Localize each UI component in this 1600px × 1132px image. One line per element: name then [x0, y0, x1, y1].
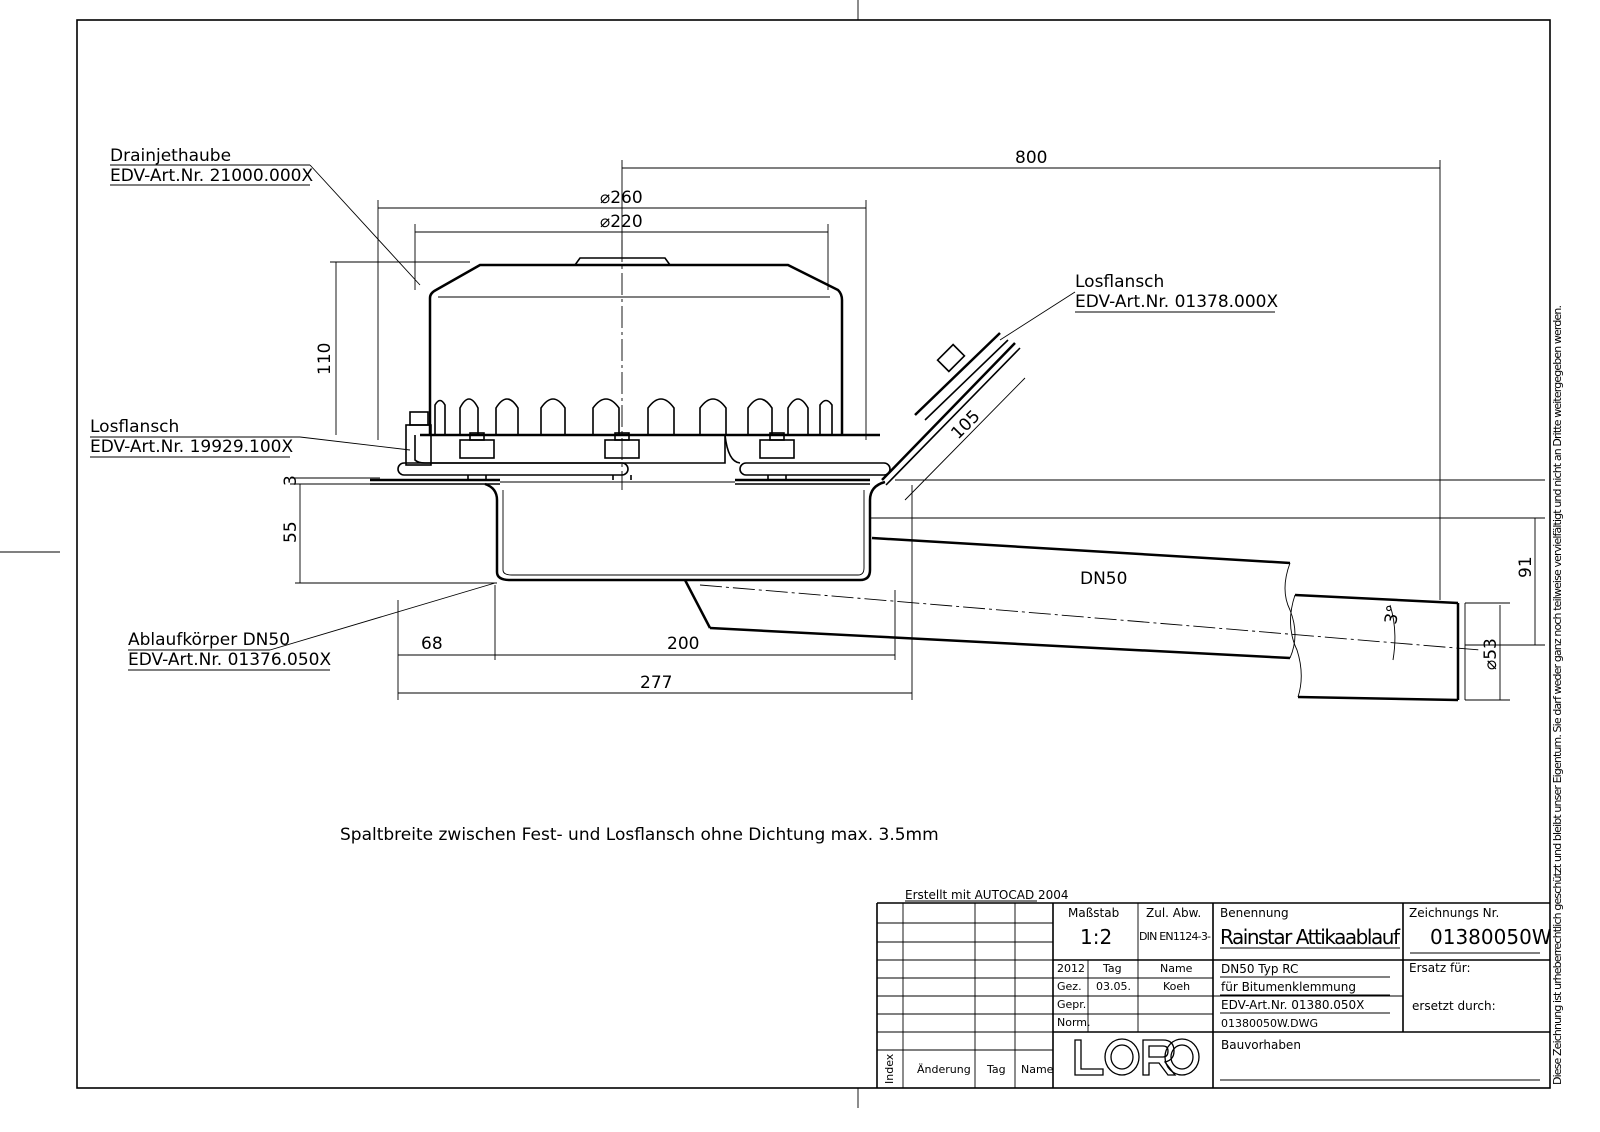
name-value: Rainstar Attikaablauf — [1220, 925, 1401, 949]
file-name: 01380050W.DWG — [1221, 1017, 1318, 1030]
label-flange-right-name: Losflansch — [1075, 272, 1164, 292]
dim-260: ⌀260 — [600, 188, 643, 208]
tolerance-label: Zul. Abw. — [1146, 906, 1201, 920]
norm-label: Norm. — [1057, 1016, 1091, 1029]
drawn-name: Koeh — [1163, 980, 1190, 993]
dim-3: 3 — [281, 475, 301, 486]
label-body-name: Ablaufkörper DN50 — [128, 630, 290, 650]
project-label: Bauvorhaben — [1221, 1038, 1301, 1052]
name-label: Benennung — [1220, 906, 1289, 920]
replaced-by-label: ersetzt durch: — [1412, 999, 1496, 1013]
title-block: Erstellt mit AUTOCAD 2004 Maßstab 1:2 Zu… — [876, 888, 1552, 1088]
gap-note: Spaltbreite zwischen Fest- und Losflansc… — [340, 825, 939, 845]
rev-index-header: Index — [883, 1053, 896, 1084]
sheet-frame — [0, 0, 1551, 1108]
angled-flange — [881, 332, 1021, 486]
label-pipe: DN50 — [1080, 569, 1127, 589]
dim-220: ⌀220 — [600, 212, 643, 232]
dim-68: 68 — [421, 634, 443, 654]
checked-label: Gepr. — [1057, 998, 1086, 1011]
dim-55: 55 — [281, 521, 301, 543]
person-label: Name — [1160, 962, 1193, 975]
rev-day-header: Tag — [986, 1063, 1006, 1076]
dim-110: 110 — [315, 343, 335, 375]
year: 2012 — [1057, 962, 1085, 975]
label-body-art: EDV-Art.Nr. 01376.050X — [128, 650, 331, 670]
desc-line-2: für Bitumenklemmung — [1221, 980, 1356, 994]
copyright-notice: Diese Zeichnung ist urheberrechtlich ges… — [1551, 305, 1564, 1085]
label-flange-right-art: EDV-Art.Nr. 01378.000X — [1075, 292, 1278, 312]
dim-53: ⌀53 — [1481, 638, 1501, 670]
dim-105: 105 — [947, 406, 984, 443]
desc-line-1: DN50 Typ RC — [1221, 962, 1298, 976]
rev-change-header: Änderung — [917, 1063, 971, 1076]
dim-800: 800 — [1015, 148, 1047, 168]
drawn-label: Gez. — [1057, 980, 1082, 993]
created-with: Erstellt mit AUTOCAD 2004 — [905, 888, 1069, 902]
flange-assembly — [370, 411, 891, 485]
scale-label: Maßstab — [1068, 906, 1119, 920]
drain-body — [484, 480, 886, 629]
scale-value: 1:2 — [1080, 925, 1112, 949]
label-flange-left-art: EDV-Art.Nr. 19929.100X — [90, 437, 293, 457]
drawing-no-value: 01380050W — [1430, 925, 1552, 949]
replaces-label: Ersatz für: — [1409, 961, 1471, 975]
dimension-values: 800 ⌀260 ⌀220 110 3 55 68 200 277 105 91… — [281, 148, 1536, 693]
day-label: Tag — [1102, 962, 1122, 975]
part-labels: Drainjethaube EDV-Art.Nr. 21000.000X Los… — [90, 146, 1278, 670]
drawn-day: 03.05. — [1096, 980, 1131, 993]
loro-logo — [1074, 1038, 1200, 1076]
dim-angle: 3° — [1381, 603, 1404, 626]
drainjet-hood — [420, 257, 880, 437]
label-hood-art: EDV-Art.Nr. 21000.000X — [110, 166, 313, 186]
dim-91: 91 — [1516, 556, 1536, 578]
pipe-dn50 — [621, 240, 1481, 702]
desc-line-3: EDV-Art.Nr. 01380.050X — [1221, 998, 1364, 1012]
label-flange-left-name: Losflansch — [90, 417, 179, 437]
dim-277: 277 — [640, 673, 672, 693]
label-hood-name: Drainjethaube — [110, 146, 231, 166]
dim-200: 200 — [667, 634, 699, 654]
drawing-no-label: Zeichnungs Nr. — [1409, 906, 1499, 920]
rev-name-header: Name — [1021, 1063, 1054, 1076]
dimension-lines — [90, 160, 1545, 701]
tolerance-value: DIN EN1124-3- — [1139, 930, 1211, 943]
